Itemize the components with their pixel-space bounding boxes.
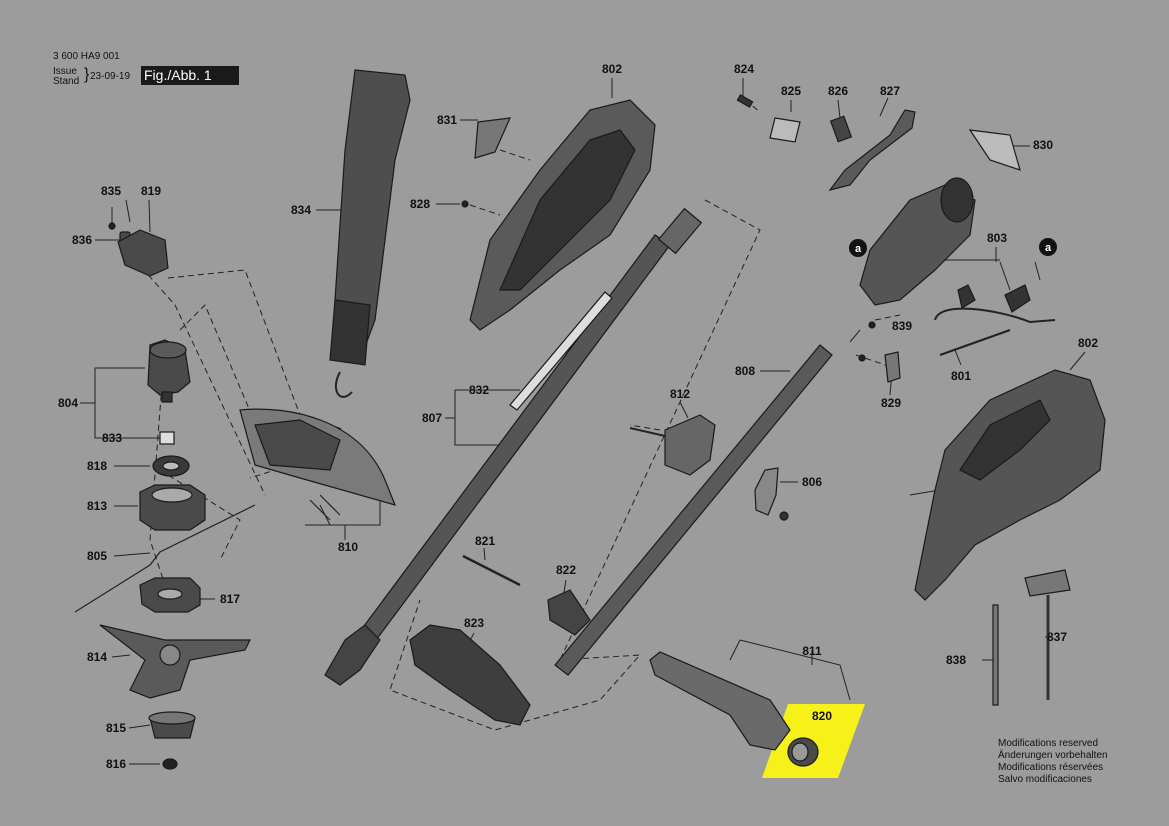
label-816: 816	[106, 757, 126, 771]
leader-lines	[80, 78, 1086, 765]
top-right-parts	[736, 94, 1021, 191]
part-808-tube	[554, 344, 833, 676]
callout-a-left: a	[855, 243, 862, 255]
lower-handle-parts	[409, 554, 591, 726]
note-en: Modifications reserved	[998, 738, 1099, 749]
part-833-bushing	[159, 431, 175, 445]
label-839: 839	[892, 319, 912, 333]
aux-handle-parts	[629, 414, 789, 521]
part-837-wrench	[1024, 569, 1071, 597]
label-828: 828	[410, 197, 430, 211]
brace: }	[84, 66, 90, 83]
label-818: 818	[87, 459, 107, 473]
label-830: 830	[1033, 138, 1053, 152]
part-822-sleeve	[547, 589, 591, 636]
part-811-grip	[649, 651, 791, 751]
label-838: 838	[946, 653, 966, 667]
label-807: 807	[422, 411, 442, 425]
housing-802-right	[914, 369, 1106, 601]
figure-label: Fig./Abb. 1	[141, 66, 239, 85]
issue-label: Issue	[53, 66, 77, 77]
part-831-label	[474, 117, 511, 159]
label-827: 827	[880, 84, 900, 98]
label-821: 821	[475, 534, 495, 548]
label-802-right: 802	[1078, 336, 1098, 350]
housing-802-left	[461, 99, 656, 331]
document-number: 3 600 HA9 001	[53, 51, 120, 62]
part-819-cap	[117, 229, 169, 277]
label-832: 832	[469, 383, 489, 397]
issue-date: 23-09-19	[90, 71, 131, 82]
label-808: 808	[735, 364, 755, 378]
label-819: 819	[141, 184, 161, 198]
label-836: 836	[72, 233, 92, 247]
label-826: 826	[828, 84, 848, 98]
label-815: 815	[106, 721, 126, 735]
label-801: 801	[951, 369, 971, 383]
part-825-filter	[769, 117, 801, 143]
label-824: 824	[734, 62, 754, 76]
part-812-clamp	[664, 414, 716, 476]
dashed-assembly-lines	[134, 99, 901, 731]
label-835: 835	[101, 184, 121, 198]
highlight-820	[762, 704, 865, 778]
label-834: 834	[291, 203, 311, 217]
label-814: 814	[87, 650, 107, 664]
part-labels: 802 824 825 826 827 831 830 828 834 835 …	[58, 62, 1098, 771]
shaft-tubes	[324, 207, 833, 686]
label-820: 820	[812, 709, 832, 723]
label-810: 810	[338, 540, 358, 554]
label-812: 812	[670, 387, 690, 401]
callout-markers: a a	[849, 238, 1057, 257]
part-816-nut	[162, 758, 178, 770]
guard-810	[239, 408, 397, 521]
stand-label: Stand	[53, 76, 80, 87]
note-es: Salvo modificaciones	[998, 774, 1092, 785]
label-804: 804	[58, 396, 78, 410]
part-805-line	[74, 504, 256, 613]
part-832-rod	[509, 291, 613, 411]
part-823-grip	[409, 624, 531, 726]
label-805: 805	[87, 549, 107, 563]
modification-notes: Modifications reserved Änderungen vorbeh…	[998, 738, 1108, 786]
note-fr: Modifications réservées	[998, 762, 1104, 773]
part-829-bracket	[884, 351, 901, 383]
label-837: 837	[1047, 630, 1067, 644]
part-830-label	[968, 129, 1021, 171]
part-826-spring	[829, 115, 853, 143]
label-833: 833	[102, 431, 122, 445]
label-813: 813	[87, 499, 107, 513]
part-824-screw	[736, 94, 754, 108]
trimmer-head-parts	[99, 222, 251, 770]
part-838-rod	[992, 604, 999, 706]
label-806: 806	[802, 475, 822, 489]
callout-a-right: a	[1045, 242, 1052, 254]
label-831: 831	[437, 113, 457, 127]
strap-834	[329, 69, 411, 398]
label-825: 825	[781, 84, 801, 98]
part-827-switch-lever	[828, 109, 916, 191]
label-817: 817	[220, 592, 240, 606]
label-802-top: 802	[602, 62, 622, 76]
label-829: 829	[881, 396, 901, 410]
label-823: 823	[464, 616, 484, 630]
part-806-lever	[754, 467, 779, 516]
note-de: Änderungen vorbehalten	[998, 750, 1108, 761]
tools-837-838	[992, 569, 1071, 706]
motor-803	[858, 177, 1056, 383]
grip-811-and-cap-820	[649, 651, 819, 767]
label-811: 811	[802, 644, 822, 658]
label-803: 803	[987, 231, 1007, 245]
label-822: 822	[556, 563, 576, 577]
